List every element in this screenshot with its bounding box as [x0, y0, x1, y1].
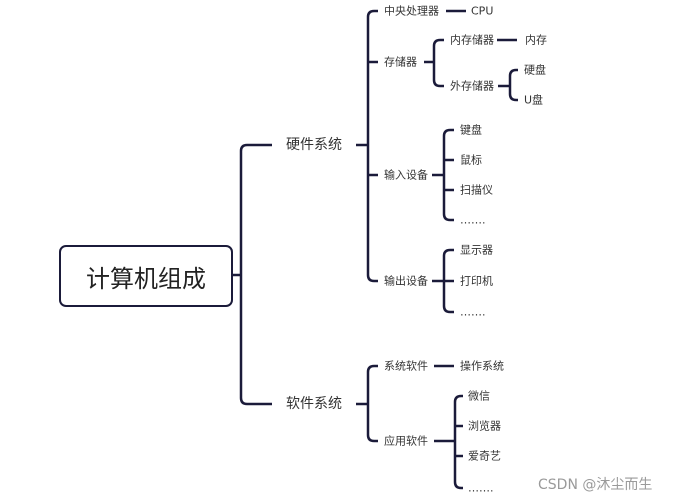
node-hardware[interactable]: 硬件系统 — [286, 137, 342, 153]
root-node[interactable]: 计算机组成 — [59, 245, 233, 307]
node-system-software[interactable]: 系统软件 — [384, 359, 428, 373]
node-display[interactable]: 显示器 — [460, 243, 493, 257]
node-app-more[interactable]: ……. — [468, 481, 494, 495]
external-connector-bracket — [508, 68, 518, 102]
node-application-software[interactable]: 应用软件 — [384, 434, 428, 448]
node-hard-disk[interactable]: 硬盘 — [524, 63, 546, 77]
node-wechat[interactable]: 微信 — [468, 389, 490, 403]
node-usb-disk[interactable]: U盘 — [524, 93, 544, 107]
node-memory[interactable]: 内存 — [525, 33, 547, 47]
root-connector-bracket — [239, 143, 272, 406]
node-storage[interactable]: 存储器 — [384, 55, 417, 69]
node-output[interactable]: 输出设备 — [384, 274, 428, 288]
node-os[interactable]: 操作系统 — [460, 359, 504, 373]
input-connector-bracket — [442, 128, 454, 222]
node-mouse[interactable]: 鼠标 — [460, 153, 482, 167]
storage-connector-bracket — [432, 38, 444, 88]
node-external-storage[interactable]: 外存储器 — [450, 79, 494, 93]
root-label: 计算机组成 — [86, 264, 206, 293]
node-cpu[interactable]: 中央处理器 — [384, 4, 439, 18]
software-connector-bracket — [366, 364, 378, 443]
node-keyboard[interactable]: 键盘 — [460, 123, 482, 137]
node-printer[interactable]: 打印机 — [460, 274, 493, 288]
node-software[interactable]: 软件系统 — [286, 396, 342, 412]
node-output-more[interactable]: ……. — [460, 305, 486, 319]
node-input[interactable]: 输入设备 — [384, 168, 428, 182]
node-input-more[interactable]: ……. — [460, 213, 486, 227]
node-cpu-child[interactable]: CPU — [471, 4, 494, 18]
hardware-connector-bracket — [366, 9, 378, 283]
application-connector-bracket — [453, 394, 463, 490]
node-scanner[interactable]: 扫描仪 — [460, 183, 493, 197]
node-internal-storage[interactable]: 内存储器 — [450, 33, 494, 47]
watermark: CSDN @沐尘而生 — [538, 477, 653, 493]
node-iqiyi[interactable]: 爱奇艺 — [468, 449, 501, 463]
node-browser[interactable]: 浏览器 — [468, 419, 501, 433]
